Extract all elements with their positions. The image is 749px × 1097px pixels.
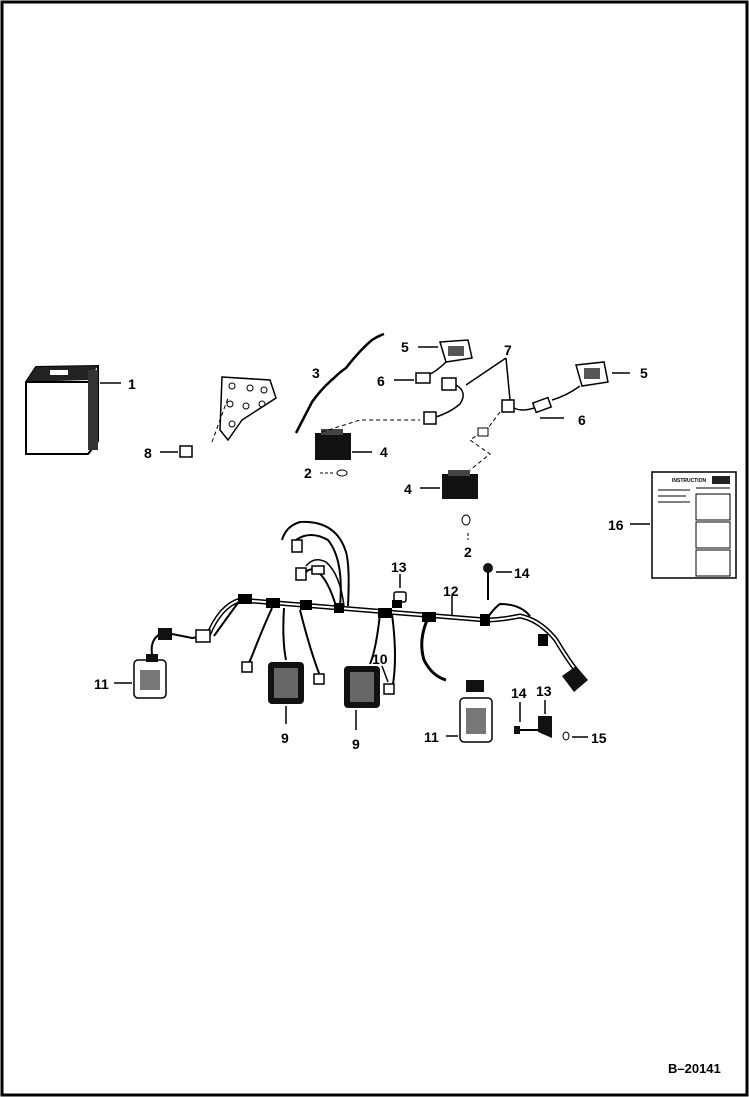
callout-9a: 9 (281, 730, 289, 746)
callout-labels: 1 2 2 3 4 4 5 5 6 6 7 8 9 9 10 11 11 12 … (94, 339, 648, 752)
leader-7b (505, 357, 511, 401)
switch-upper-right (575, 361, 609, 387)
callout-5b: 5 (640, 365, 648, 381)
plug-upper (423, 411, 437, 425)
callout-14b: 14 (511, 685, 527, 701)
bulb-10 (383, 683, 395, 695)
callout-6b: 6 (578, 412, 586, 428)
leader-10 (381, 665, 389, 683)
dashed-path-lower (469, 411, 501, 471)
instruction-decal: INSTRUCTION (651, 471, 737, 579)
nut-15 (562, 731, 570, 741)
callout-14a: 14 (514, 565, 530, 581)
wire-6b (513, 407, 535, 411)
bracket-group-brace (294, 332, 385, 434)
callout-10: 10 (372, 651, 388, 667)
terminal-7 (501, 399, 515, 413)
callout-1: 1 (128, 376, 136, 392)
callout-3: 3 (312, 365, 320, 381)
callout-4a: 4 (380, 444, 388, 460)
stop-light-center (344, 666, 380, 708)
callout-4b: 4 (404, 481, 412, 497)
screw-lower (514, 726, 538, 734)
stop-light-left (268, 662, 304, 704)
callout-12: 12 (443, 583, 459, 599)
decal-heading: INSTRUCTION (672, 478, 707, 484)
side-light-right (459, 697, 493, 743)
connector-6a (415, 372, 457, 391)
loose-plugs (291, 539, 325, 581)
plug-11a-b (195, 629, 211, 643)
callout-6a: 6 (377, 373, 385, 389)
callout-16: 16 (608, 517, 624, 533)
bracket-dashed-line (211, 397, 229, 443)
harness-bands (238, 594, 548, 646)
wire-5b (551, 385, 581, 401)
clip-bracket (538, 716, 552, 738)
callout-11a: 11 (94, 676, 109, 692)
callout-8: 8 (144, 445, 152, 461)
grommet-lower (461, 514, 471, 526)
leader-7a (465, 357, 507, 386)
plug-11b (466, 680, 484, 692)
mounting-bracket (219, 376, 277, 442)
relay-box-upper (315, 429, 351, 460)
side-light-left (133, 654, 167, 699)
connector-6b (531, 396, 553, 414)
figure-number: B–20141 (668, 1061, 721, 1076)
callout-9b: 9 (352, 736, 360, 752)
nut (179, 445, 193, 458)
battery (25, 364, 99, 455)
callout-15: 15 (591, 730, 607, 746)
screw-upper (483, 563, 493, 600)
callout-5a: 5 (401, 339, 409, 355)
bulb-upper (392, 591, 407, 608)
bulb-9b (313, 673, 325, 685)
switch-upper-left (439, 339, 473, 363)
bulb-9a (241, 661, 253, 673)
harness-end-connector (562, 666, 588, 692)
callout-11b: 11 (424, 729, 439, 745)
grommet-upper (336, 469, 348, 477)
callout-13b: 13 (536, 683, 552, 699)
callout-2a: 2 (304, 465, 312, 481)
callout-2b: 2 (464, 544, 472, 560)
callout-13a: 13 (391, 559, 407, 575)
relay-box-lower (442, 470, 478, 499)
dashed-path-upper (321, 419, 420, 433)
plug-11a (158, 628, 172, 640)
wire-upper (431, 384, 464, 419)
plug-lower (477, 427, 489, 437)
callout-7: 7 (504, 342, 512, 358)
